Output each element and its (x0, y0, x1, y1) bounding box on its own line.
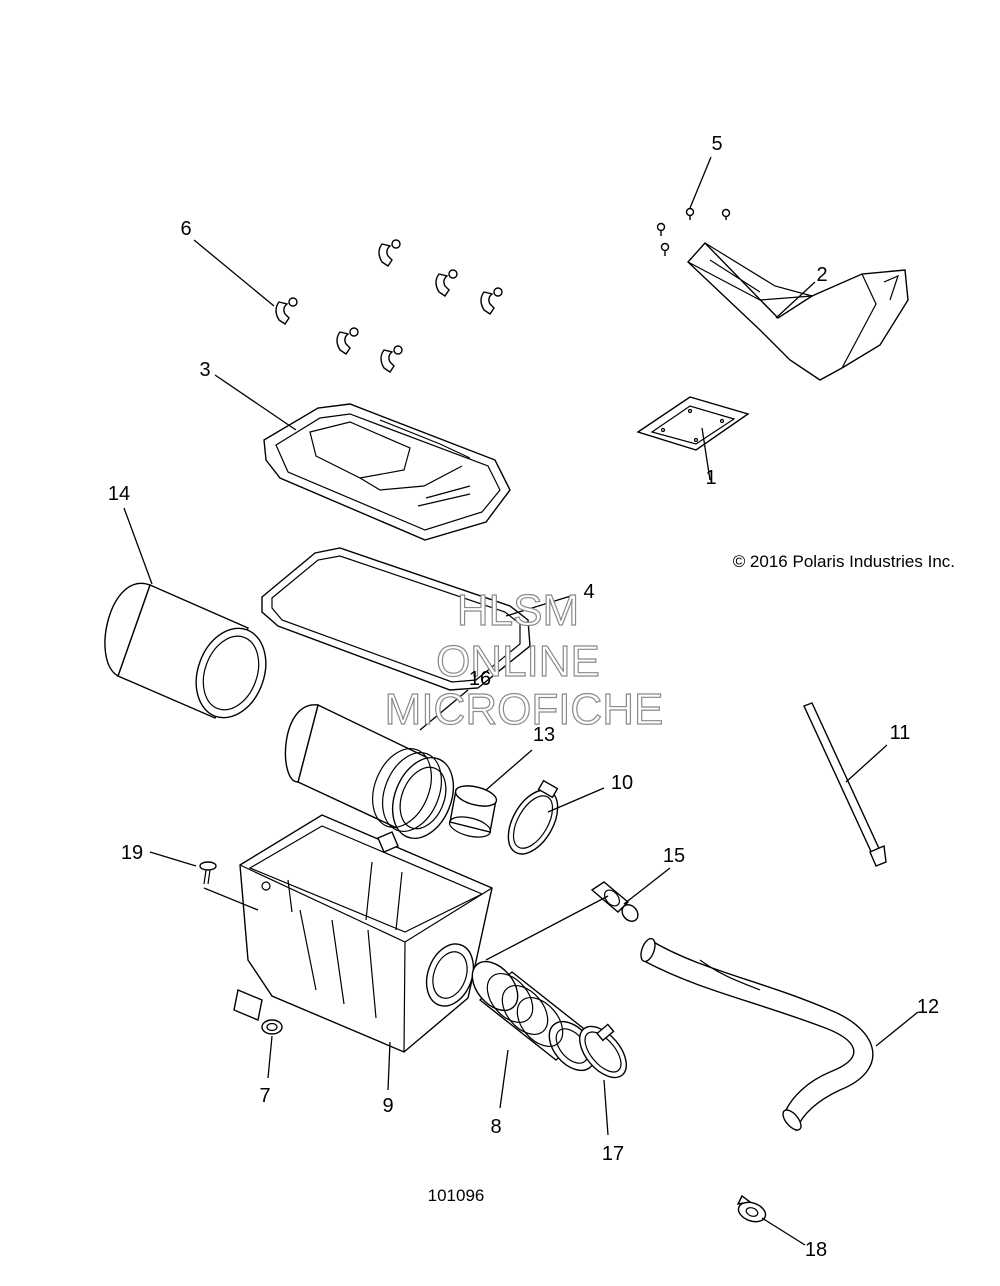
watermark-line3: MICROFICHE (385, 685, 664, 734)
part-2-intake-duct (687, 241, 909, 381)
callout-17: 17 (602, 1143, 624, 1165)
callout-12: 12 (917, 996, 939, 1018)
callout-9: 9 (382, 1095, 393, 1117)
watermark-line1: HLSM (457, 586, 579, 635)
callout-6: 6 (180, 218, 191, 240)
part-9-airbox-housing (233, 814, 493, 1053)
callout-2: 2 (816, 264, 827, 286)
part-3-airbox-cover (263, 403, 511, 541)
part-1-gasket-plate (636, 396, 750, 451)
watermark-line2: ONLINE (436, 637, 600, 686)
leader-lines (123, 156, 919, 1246)
callout-10: 10 (611, 772, 633, 794)
part-16-air-filter (284, 703, 455, 840)
copyright-notice: © 2016 Polaris Industries Inc. (733, 552, 955, 571)
callout-16: 16 (469, 668, 491, 690)
callout-1: 1 (705, 467, 716, 489)
part-15-fitting (590, 881, 639, 922)
part-12-hose (640, 937, 874, 1132)
callout-7: 7 (259, 1085, 270, 1107)
callout-15: 15 (663, 845, 685, 867)
part-13-coupler-ring (448, 785, 498, 838)
callout-4: 4 (583, 581, 594, 603)
part-8-intake-boot (471, 960, 596, 1072)
callout-5: 5 (711, 133, 722, 155)
callout-13: 13 (533, 724, 555, 746)
callout-14: 14 (108, 483, 130, 505)
part-7-grommet (261, 1019, 283, 1035)
part-19-screw (199, 861, 217, 885)
callout-8: 8 (490, 1116, 501, 1138)
callout-18: 18 (805, 1239, 827, 1261)
callout-3: 3 (199, 359, 210, 381)
part-11-rod (803, 702, 887, 867)
part-4-gasket (261, 547, 531, 691)
part-14-prefilter-sleeve (104, 582, 267, 719)
drawing-number: 101096 (428, 1186, 485, 1205)
part-6-clips (275, 239, 503, 373)
part-18-clip (736, 1194, 767, 1223)
part-17-hose-clamp (579, 1023, 627, 1079)
part-10-hose-clamp (507, 779, 559, 855)
callout-19: 19 (121, 842, 143, 864)
part-5-screws (656, 207, 731, 256)
watermark: HLSM ONLINE MICROFICHE (384, 585, 664, 734)
callout-labels: 1 2 3 4 5 6 7 8 9 10 11 12 13 14 15 16 1… (108, 133, 939, 1261)
callout-11: 11 (890, 722, 911, 744)
